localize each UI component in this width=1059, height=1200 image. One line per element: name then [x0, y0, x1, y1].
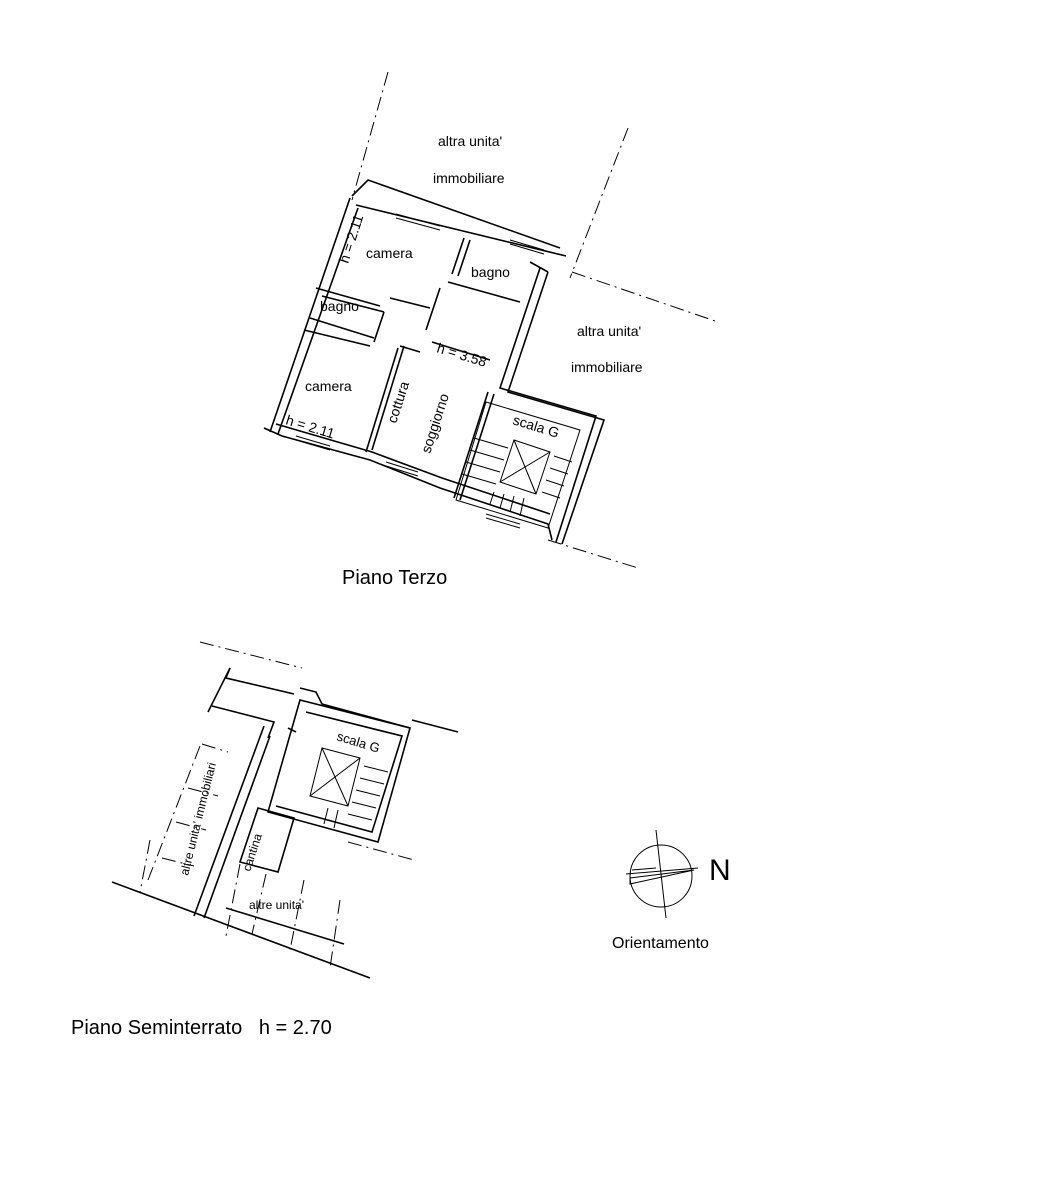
stair-scala-g-upper: [455, 401, 581, 529]
compass-axis-horizontal: [625, 867, 699, 875]
piano-seminterrato-plan: scala G cantina altre unita' immobiliari…: [71, 641, 459, 1039]
boundary-line-right: [569, 127, 629, 279]
orientamento-label: Orientamento: [612, 935, 709, 952]
title-piano-seminterrato: Piano Seminterrato h = 2.70: [71, 1017, 332, 1039]
room-label-soggiorno: soggiorno: [418, 391, 452, 455]
neighbor-unit-top-line1: altra unita': [438, 133, 502, 149]
piano-terzo-plan: altra unita' immobiliare altra unita' im…: [263, 71, 719, 589]
boundary-line-left: [351, 71, 389, 201]
boundary-line-diagonal: [571, 271, 719, 323]
outer-walls: [263, 179, 606, 545]
compass-circle: [629, 844, 693, 908]
height-label-camera-bottom: h = 2.11: [284, 412, 337, 442]
basement-walls: [111, 667, 459, 979]
room-label-camera-bottom: camera: [305, 378, 352, 394]
compass-rose: N Orientamento: [612, 829, 731, 952]
boundary-line-left-lower: [139, 839, 151, 893]
room-label-bagno-left: bagno: [320, 298, 359, 314]
height-label-camera-top: h = 2.11: [336, 212, 367, 265]
stair-label-upper: scala G: [511, 412, 561, 441]
title-piano-terzo: Piano Terzo: [342, 567, 447, 589]
room-label-camera-top: camera: [366, 245, 413, 261]
boundary-line-top: [199, 641, 303, 669]
height-label-soggiorno: h = 3.58: [435, 340, 489, 370]
windows: [295, 213, 545, 529]
room-label-cottura: cottura: [384, 379, 413, 425]
stair-scala-g-lower: [309, 747, 389, 829]
boundary-line-mid: [347, 841, 415, 861]
neighbor-unit-right-line2: immobiliare: [571, 359, 643, 375]
storage-partitions: [147, 743, 341, 969]
stair-label-lower: scala G: [335, 729, 382, 756]
room-label-bagno-top: bagno: [471, 264, 510, 280]
neighbor-unit-top-line2: immobiliare: [433, 170, 505, 186]
altre-unita-immobiliari-label: altre unita' immobiliari: [177, 761, 219, 877]
boundary-line-bottom: [547, 539, 639, 569]
compass-needle: [629, 869, 695, 885]
altre-unita-label: altre unita': [249, 898, 304, 912]
neighbor-unit-right-line1: altra unita': [577, 323, 641, 339]
north-letter: N: [709, 854, 731, 887]
internal-partitions: [303, 237, 521, 501]
